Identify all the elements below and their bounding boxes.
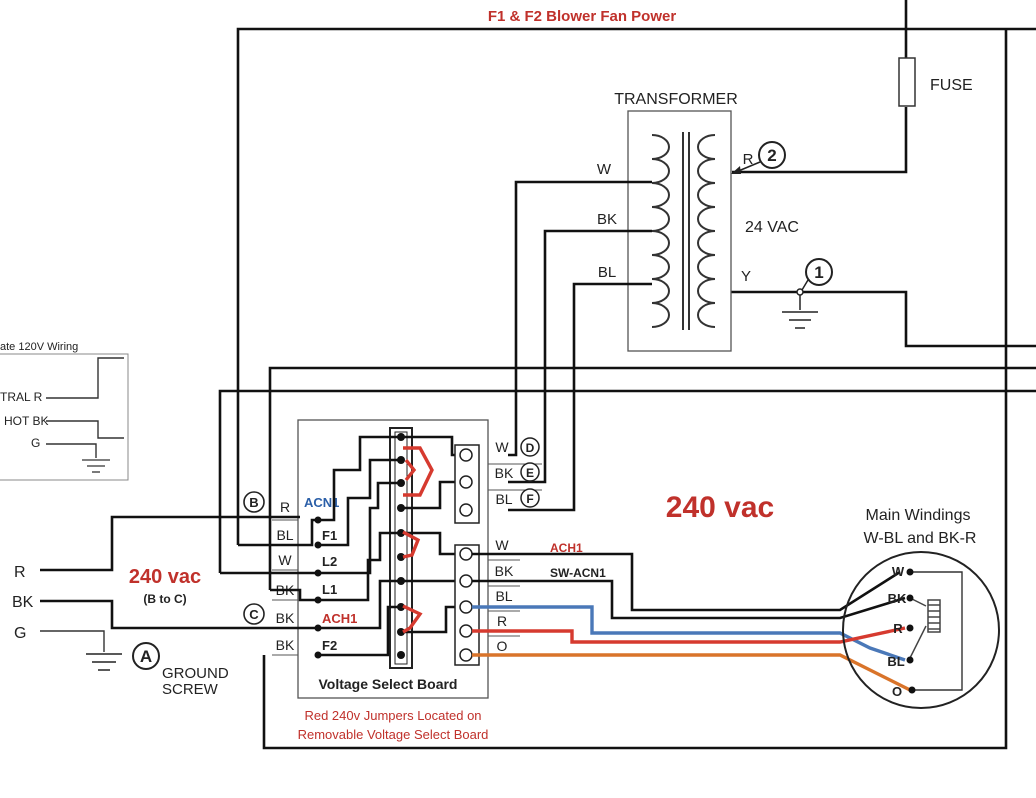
motor-term-w: W xyxy=(892,564,905,579)
diagram-title: F1 & F2 Blower Fan Power xyxy=(488,8,677,25)
inset-row-r: TRAL R xyxy=(0,390,43,404)
fuse-label: FUSE xyxy=(930,77,973,94)
motor-term-bl: BL xyxy=(887,654,904,669)
marker-2: 2 xyxy=(767,146,776,165)
motor-wires xyxy=(472,552,911,692)
inset-row-hot: HOT BK xyxy=(4,414,48,428)
motor-term-o: O xyxy=(892,684,902,699)
left-label-bk-3: BK xyxy=(276,637,295,653)
marker-a: A xyxy=(140,647,152,666)
winding-coil-icon xyxy=(909,597,941,659)
upper-label-bl: BL xyxy=(495,491,512,507)
marker-b: B xyxy=(249,495,258,510)
transformer-voltage: 24 VAC xyxy=(745,219,799,236)
motor: W BK R BL O xyxy=(842,551,1000,709)
line-voltage: 240 vac xyxy=(129,566,201,588)
marker-e: E xyxy=(526,466,534,480)
term-l1: L1 xyxy=(322,582,337,597)
lower-label-r: R xyxy=(497,613,507,629)
transformer-bl-label: BL xyxy=(598,264,616,281)
jumper-note-1: Red 240v Jumpers Located on xyxy=(304,708,481,723)
incoming-line: R BK G A GROUND SCREW 240 vac (B to C) xyxy=(12,515,240,698)
lower-label-w: W xyxy=(495,537,509,553)
left-label-w: W xyxy=(278,552,292,568)
line-bk-label: BK xyxy=(12,594,34,611)
inset-title: ate 120V Wiring xyxy=(0,341,78,353)
term-l2: L2 xyxy=(322,554,337,569)
red-jumpers xyxy=(402,446,434,634)
left-label-bl: BL xyxy=(276,527,293,543)
secondary-coil xyxy=(697,134,716,328)
ground-label-1: GROUND xyxy=(162,665,229,682)
upper-label-w: W xyxy=(495,439,509,455)
marker-d: D xyxy=(526,441,535,455)
motor-title-2: W-BL and BK-R xyxy=(864,530,977,547)
motor-title-1: Main Windings xyxy=(866,507,971,524)
wire-ach1-label: ACH1 xyxy=(550,541,583,555)
transformer-r-label: R xyxy=(743,151,754,168)
left-label-bk-2: BK xyxy=(276,610,295,626)
inset-row-g: G xyxy=(31,436,40,450)
transformer-y-label: Y xyxy=(741,268,751,285)
lower-label-bl: BL xyxy=(495,588,512,604)
line-r-label: R xyxy=(14,564,26,581)
marker-f: F xyxy=(526,492,533,506)
board-title: Voltage Select Board xyxy=(318,676,457,692)
upper-label-bk: BK xyxy=(495,465,514,481)
jumper-note-2: Removable Voltage Select Board xyxy=(298,727,489,742)
lower-label-o: O xyxy=(497,638,508,654)
left-label-r: R xyxy=(280,499,290,515)
transformer-w-label: W xyxy=(597,161,612,178)
marker-1: 1 xyxy=(814,263,823,282)
line-g-label: G xyxy=(14,625,26,642)
lower-terminal-block xyxy=(454,544,480,666)
voltage-select-board: Voltage Select Board R BL W BK BK BK B C… xyxy=(220,419,542,742)
fuse-symbol xyxy=(898,57,916,107)
ground-label-2: SCREW xyxy=(162,681,219,698)
acn1-label: ACN1 xyxy=(304,495,339,510)
inset-ground-icon xyxy=(82,459,110,473)
transformer-label: TRANSFORMER xyxy=(614,91,738,108)
term-f1: F1 xyxy=(322,528,337,543)
term-f2: F2 xyxy=(322,638,337,653)
motor-term-bk: BK xyxy=(888,591,907,606)
upper-terminal-block xyxy=(454,444,480,524)
transformer-bk-label: BK xyxy=(597,211,617,228)
lower-label-bk: BK xyxy=(495,563,514,579)
marker-c: C xyxy=(249,607,259,622)
inset-120v-wiring: ate 120V Wiring TRAL R HOT BK G xyxy=(0,341,129,481)
ground-icon xyxy=(782,311,818,329)
wire-sw-acn1-label: SW-ACN1 xyxy=(550,566,606,580)
line-voltage-note: (B to C) xyxy=(143,592,186,606)
ground-screw-icon xyxy=(86,653,122,671)
transformer: TRANSFORMER 24 VAC R Y W BK BL 2 1 xyxy=(508,91,833,512)
term-ach1: ACH1 xyxy=(322,611,357,626)
motor-voltage: 240 vac xyxy=(666,491,774,524)
motor-term-r: R xyxy=(893,621,903,636)
